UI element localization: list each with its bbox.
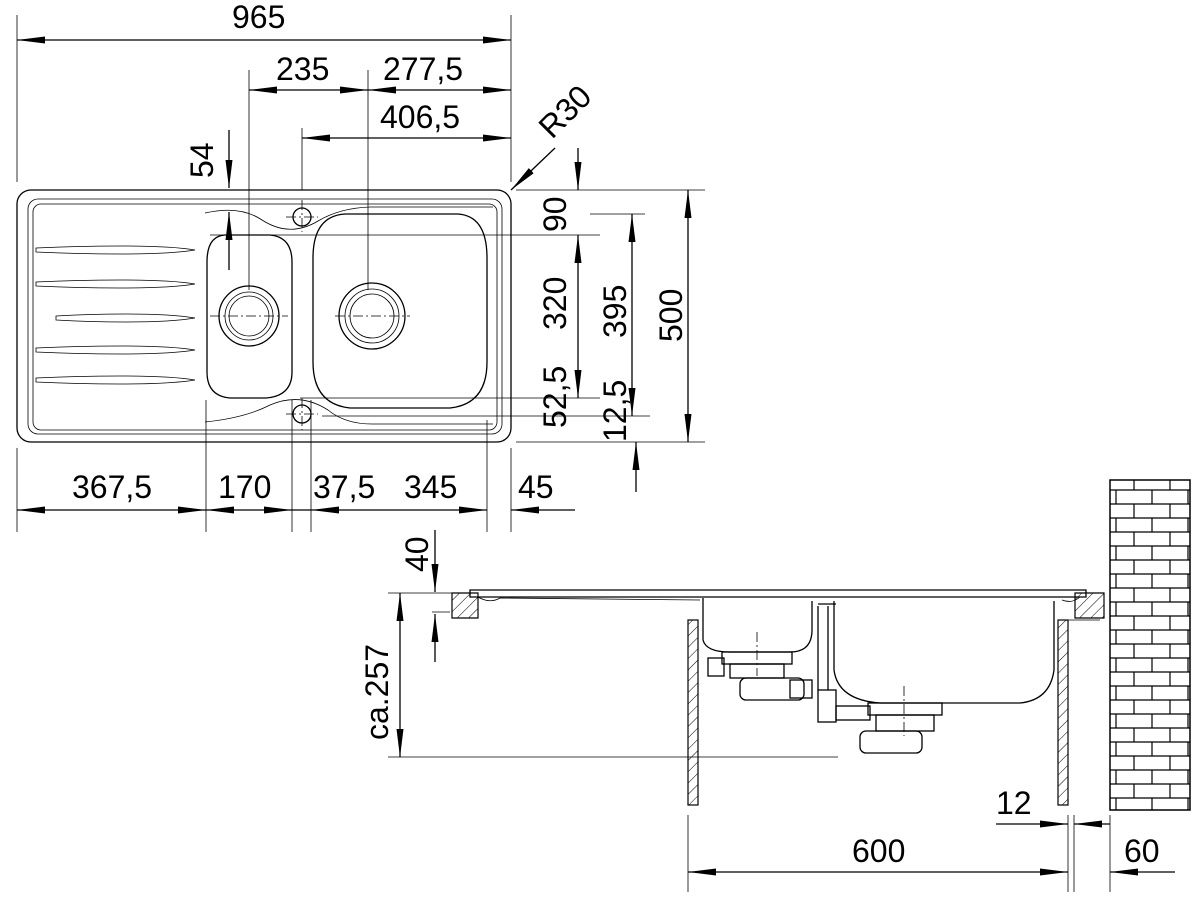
extension-lines [16, 15, 705, 532]
top-view: 965 235 277,5 406,5 R30 54 90 320 395 50… [16, 0, 705, 532]
dim-divider: 37,5 [313, 469, 375, 505]
dim-corner-radius: R30 [531, 78, 598, 145]
drainer-grooves [35, 245, 196, 385]
sink-inner-rim [27, 198, 503, 435]
side-dimension-lines [396, 530, 1175, 876]
large-bowl-profile [833, 601, 1055, 704]
small-bowl [206, 234, 293, 399]
dim-panel-thickness: 12 [996, 785, 1032, 821]
countertop-right [1074, 592, 1105, 619]
dim-large-bowl: 345 [404, 469, 457, 505]
cabinet-panel-right [1057, 619, 1069, 806]
sink-outline [16, 189, 512, 443]
dim-bottom-rim-b: 12,5 [597, 380, 633, 442]
dim-top-rim: 90 [537, 196, 573, 232]
large-waste [817, 686, 943, 754]
sink-rim-profile [469, 589, 1087, 598]
dim-small-bowl: 170 [218, 469, 271, 505]
large-bowl [312, 213, 488, 409]
dim-drain-hole-offset: 235 [276, 51, 329, 87]
dim-tap-offset: 406,5 [380, 99, 460, 135]
dim-overall-width: 500 [653, 289, 689, 342]
dim-top-offset: 54 [184, 142, 220, 178]
dim-inner-depth: 395 [597, 285, 633, 338]
dimension-lines [17, 36, 692, 514]
dim-depth: ca.257 [359, 644, 395, 740]
dim-bottom-rim-a: 52,5 [537, 366, 573, 428]
small-waste [707, 632, 813, 701]
dim-cabinet-width: 600 [852, 833, 905, 869]
brick-wall [1109, 479, 1191, 811]
dim-right-offset: 277,5 [383, 51, 463, 87]
dim-drainer-length: 367,5 [72, 469, 152, 505]
overflow-tube [817, 603, 836, 690]
sink-inner-rim-2 [32, 203, 498, 431]
centre-lines [210, 200, 410, 430]
rim-bridge-bottom [204, 399, 493, 425]
dim-right-rim: 45 [518, 469, 554, 505]
dim-bowl-depth: 320 [537, 277, 573, 330]
dim-rim-thickness: 40 [399, 536, 435, 572]
dim-overall-length: 965 [232, 0, 285, 35]
side-view: 40 ca.257 600 12 60 [359, 479, 1191, 892]
countertop-left [451, 592, 479, 619]
rim-bridge-top [204, 206, 493, 230]
small-bowl-profile [702, 598, 813, 653]
side-extension-lines [388, 592, 1111, 892]
dim-wall-gap: 60 [1124, 833, 1160, 869]
cabinet-panel-left [687, 619, 699, 806]
